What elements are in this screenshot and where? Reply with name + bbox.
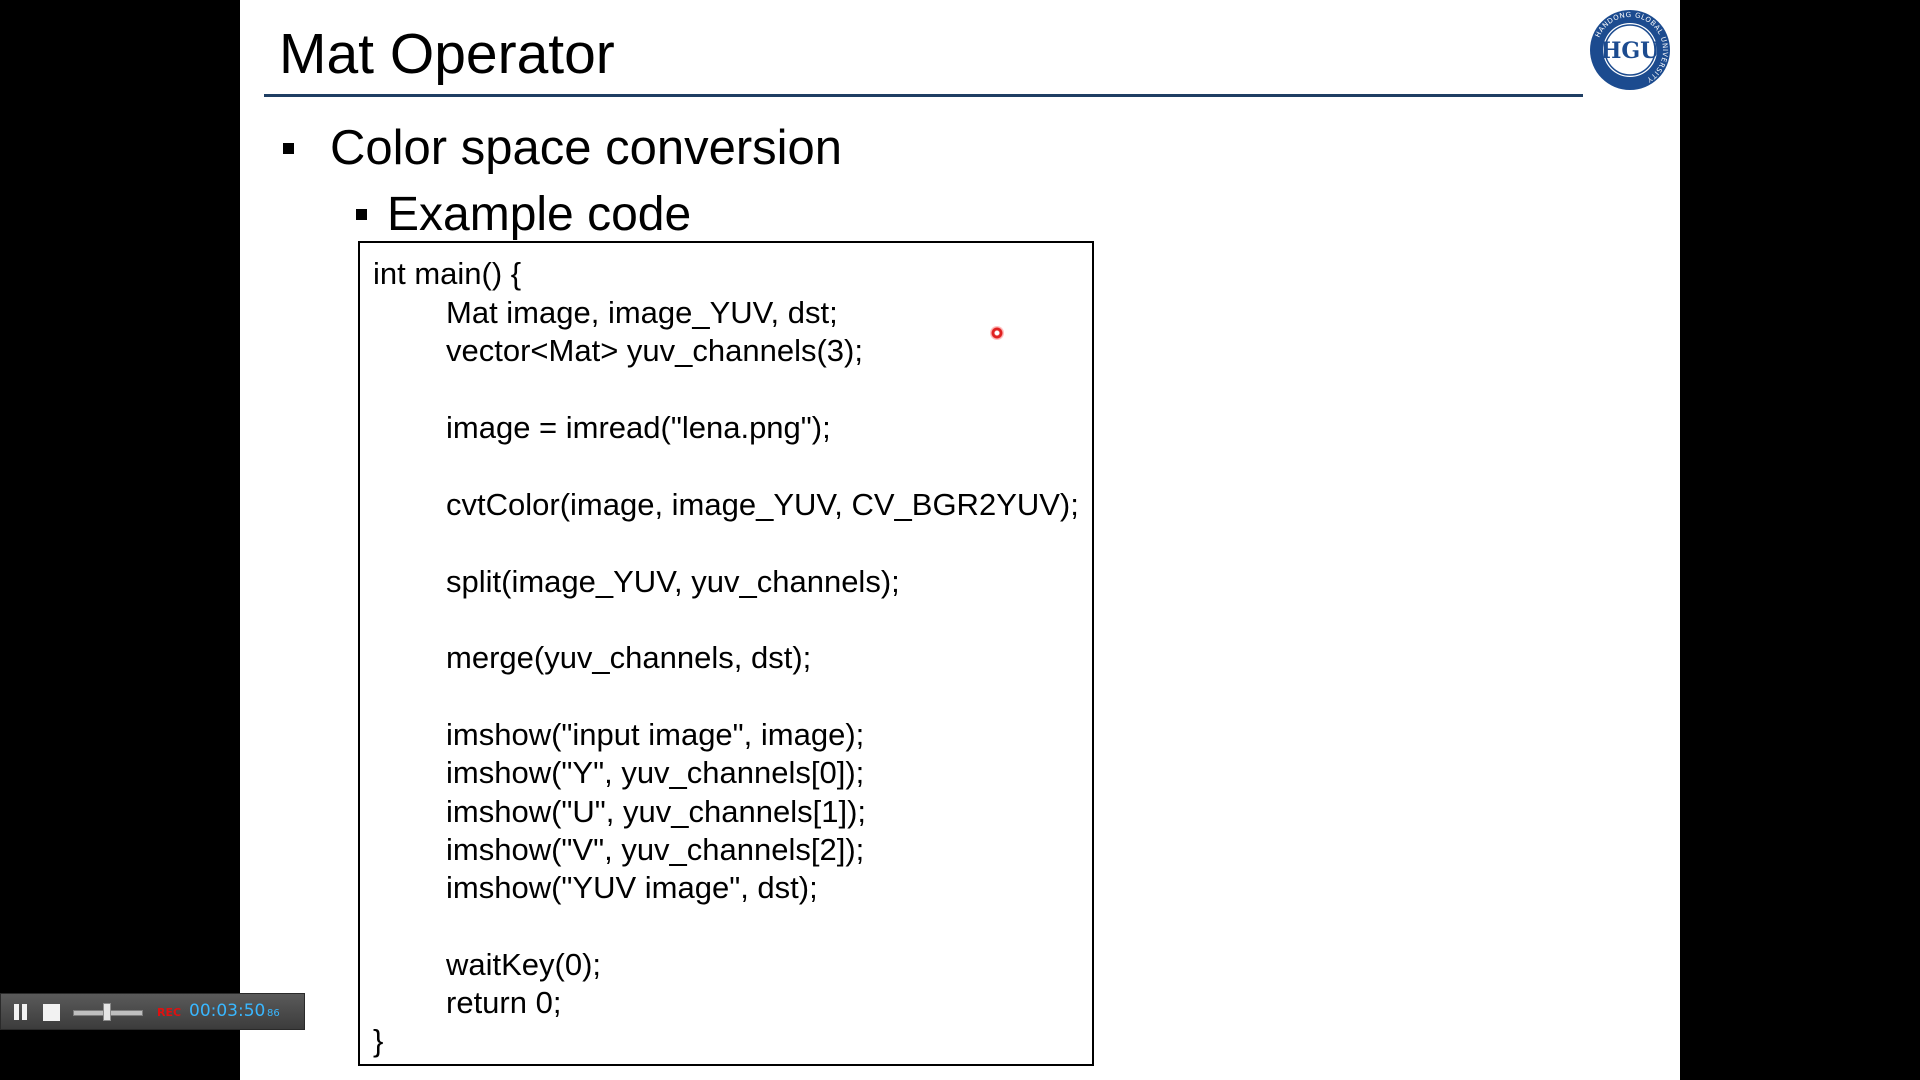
bullet-example-code: Example code [356, 184, 691, 244]
code-line: int main() { [373, 256, 522, 291]
code-line: imshow("YUV image", dst); [446, 870, 818, 905]
title-divider [264, 94, 1583, 97]
code-line: waitKey(0); [446, 947, 602, 982]
code-line: } [373, 1023, 384, 1058]
code-line: split(image_YUV, yuv_channels); [446, 564, 900, 599]
pause-icon[interactable] [13, 1004, 29, 1020]
code-line: merge(yuv_channels, dst); [446, 640, 812, 675]
recorder-slider-handle[interactable] [103, 1003, 111, 1021]
bullet-text: Example code [387, 187, 692, 241]
recording-time: 00:03:50 [189, 1001, 266, 1021]
code-line: imshow("input image", image); [446, 717, 865, 752]
bullet-text: Color space conversion [330, 121, 843, 175]
presentation-slide: Mat Operator HANDONG GLOBAL UNIVERSITY H… [240, 0, 1680, 1080]
code-line: imshow("Y", yuv_channels[0]); [446, 755, 865, 790]
laser-pointer-icon [990, 326, 1004, 340]
bullet-square-icon [283, 142, 294, 154]
screen-recorder-toolbar: REC 00:03:50 86 [0, 993, 305, 1030]
code-line: return 0; [446, 985, 562, 1020]
university-seal-icon: HANDONG GLOBAL UNIVERSITY HGU [1590, 10, 1670, 90]
code-line: vector<Mat> yuv_channels(3); [446, 333, 863, 368]
stop-icon[interactable] [43, 1004, 60, 1021]
code-line: imshow("V", yuv_channels[2]); [446, 832, 865, 867]
code-block: int main() { Mat image, image_YUV, dst; … [358, 241, 1094, 1066]
bullet-color-space-conversion: Color space conversion [283, 118, 842, 178]
recording-milliseconds: 86 [267, 1008, 280, 1019]
slide-title: Mat Operator [279, 22, 615, 86]
code-line: imshow("U", yuv_channels[1]); [446, 794, 866, 829]
rec-indicator: REC [157, 1006, 182, 1019]
code-line: Mat image, image_YUV, dst; [446, 295, 838, 330]
bullet-square-icon [356, 208, 367, 220]
code-line: cvtColor(image, image_YUV, CV_BGR2YUV); [446, 487, 1079, 522]
logo-initials: HGU [1601, 38, 1660, 64]
code-line: image = imread("lena.png"); [446, 410, 831, 445]
